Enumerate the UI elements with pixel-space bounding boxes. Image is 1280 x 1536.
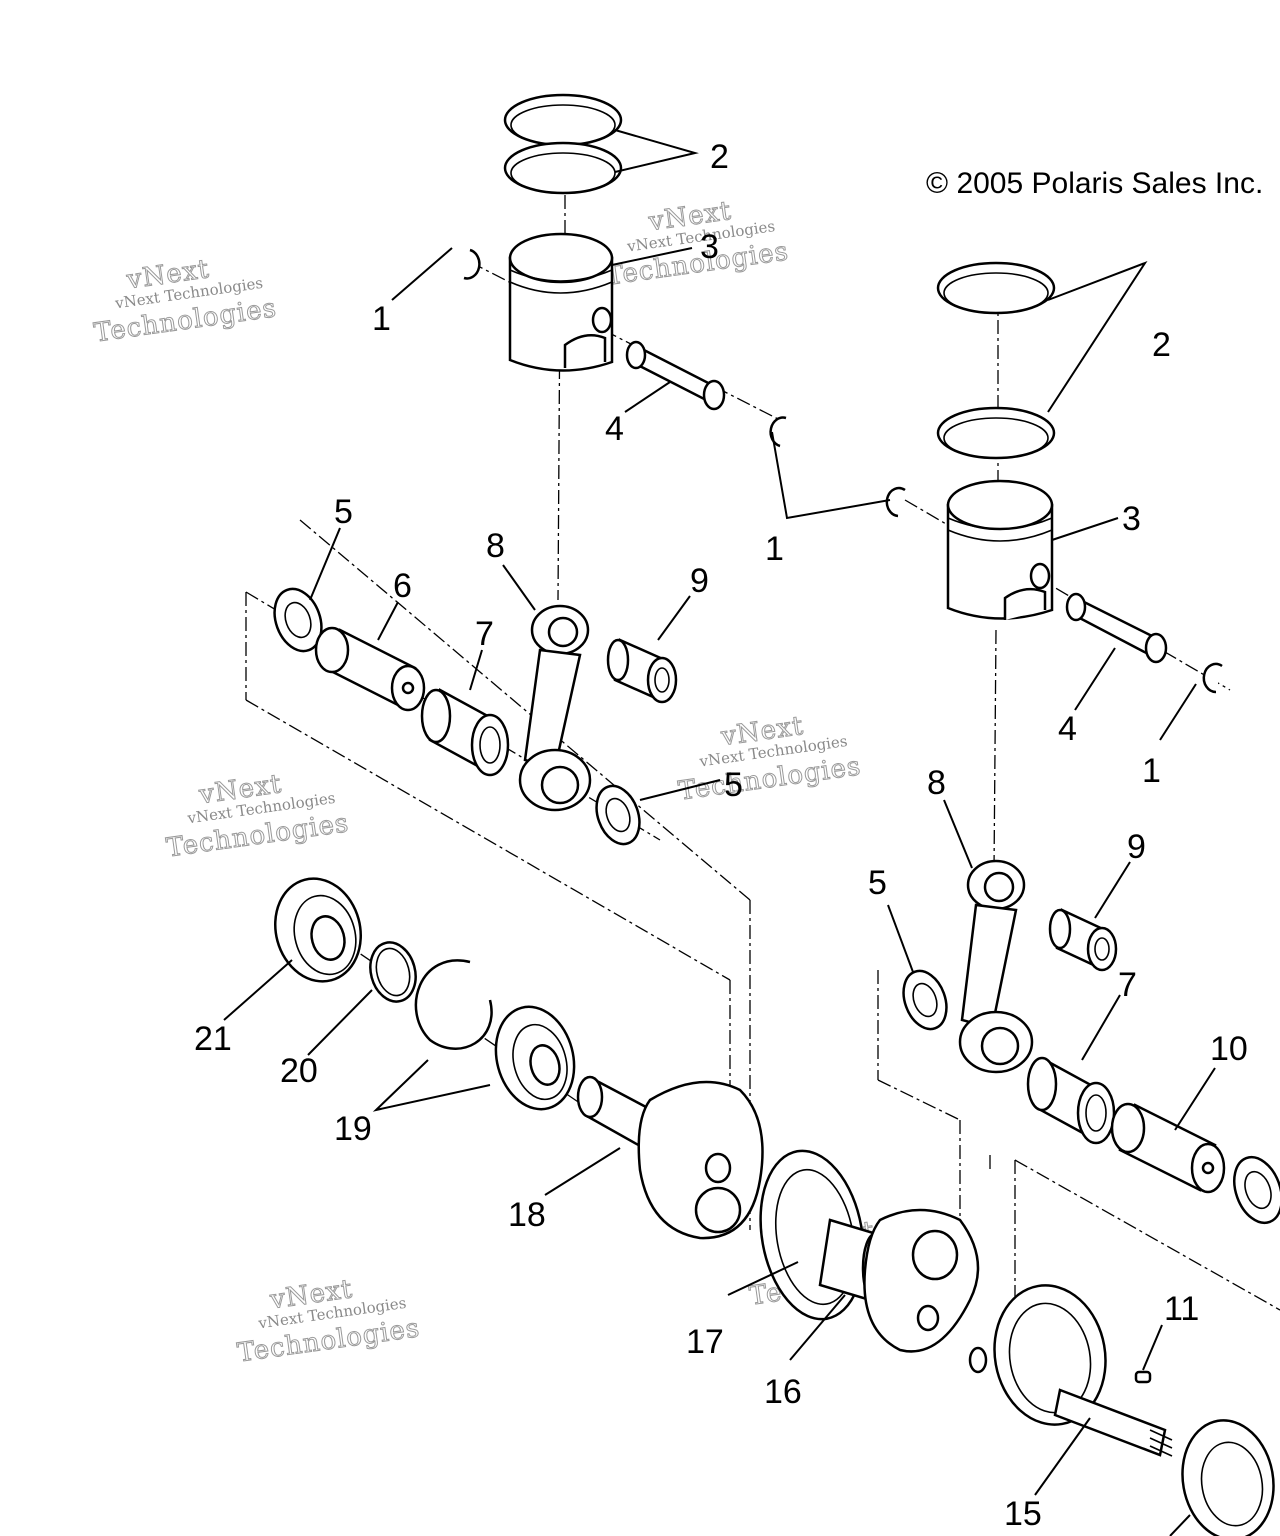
crankshaft-half-18 bbox=[576, 1075, 764, 1240]
piston-rings-left bbox=[503, 93, 623, 195]
crankshaft-center-web bbox=[863, 1208, 980, 1353]
snap-ring-20 bbox=[369, 941, 417, 1003]
callout-19: 19 bbox=[334, 1110, 372, 1148]
crank-pin-10 bbox=[1110, 1102, 1226, 1194]
woodruff-key-11 bbox=[1134, 1370, 1152, 1384]
callout-10: 10 bbox=[1210, 1030, 1248, 1068]
thrust-washer-right-edge bbox=[1233, 1155, 1280, 1225]
ball-bearing-19 bbox=[494, 1005, 576, 1111]
watermark: vNext Technologies vNext Technologies bbox=[604, 196, 791, 293]
callout-1c: 1 bbox=[1142, 752, 1161, 790]
callout-16: 16 bbox=[764, 1373, 802, 1411]
needle-bearing-9b bbox=[1048, 908, 1118, 972]
callout-7a: 7 bbox=[475, 615, 494, 653]
thrust-washer-5a bbox=[273, 587, 323, 653]
piston-right bbox=[946, 479, 1054, 620]
thrust-washer-5c bbox=[902, 969, 948, 1031]
callout-8b: 8 bbox=[927, 764, 946, 802]
piston-pin-left bbox=[625, 340, 726, 411]
connecting-rod-8a bbox=[518, 604, 592, 812]
callouts: 2 3 1 4 2 1 3 5 6 8 9 7 4 1 5 8 9 5 7 10… bbox=[194, 138, 1248, 1533]
needle-bearing-7a bbox=[420, 688, 510, 777]
thrust-washer-5b bbox=[595, 784, 641, 846]
callout-11: 11 bbox=[1164, 1290, 1199, 1328]
retaining-ring-19 bbox=[414, 959, 493, 1050]
ball-bearing-21 bbox=[274, 877, 362, 983]
callout-5b: 5 bbox=[724, 766, 743, 804]
callout-21: 21 bbox=[194, 1020, 232, 1058]
callout-4b: 4 bbox=[1058, 710, 1077, 748]
callout-8a: 8 bbox=[486, 527, 505, 565]
watermark: vNext Technologies vNext Technologies bbox=[164, 769, 351, 864]
callout-18: 18 bbox=[508, 1196, 546, 1234]
connecting-rod-8b bbox=[958, 859, 1034, 1074]
ball-bearing-right bbox=[1181, 1419, 1275, 1536]
watermark: vNext Technologies vNext Technologies bbox=[92, 254, 279, 349]
needle-bearing-7b bbox=[1026, 1056, 1116, 1145]
crankshaft-half-15 bbox=[968, 1284, 1173, 1457]
needle-bearing-9a bbox=[606, 638, 678, 704]
callout-2b: 2 bbox=[1152, 326, 1171, 364]
callout-5a: 5 bbox=[334, 493, 353, 531]
callout-1a: 1 bbox=[372, 300, 391, 338]
callout-17: 17 bbox=[686, 1323, 724, 1361]
callout-3b: 3 bbox=[1122, 500, 1141, 538]
watermark: vNext Technologies vNext Technologies bbox=[676, 710, 863, 807]
callout-15: 15 bbox=[1004, 1495, 1042, 1533]
copyright-notice: © 2005 Polaris Sales Inc. bbox=[926, 167, 1263, 200]
callout-9a: 9 bbox=[690, 562, 709, 600]
callout-2a: 2 bbox=[710, 138, 729, 176]
callout-6: 6 bbox=[393, 567, 412, 605]
crank-pin-6 bbox=[314, 626, 426, 712]
clip-rings bbox=[463, 248, 1223, 694]
piston-rings-right bbox=[936, 261, 1056, 460]
watermark: vNext Technologies vNext Technologies bbox=[235, 1274, 422, 1369]
callout-5c: 5 bbox=[868, 864, 887, 902]
callout-20: 20 bbox=[280, 1052, 318, 1090]
callout-9b: 9 bbox=[1127, 828, 1146, 866]
callout-4a: 4 bbox=[605, 410, 624, 448]
leader-lines bbox=[223, 129, 1216, 1536]
callout-7b: 7 bbox=[1118, 966, 1137, 1004]
piston-pin-right bbox=[1065, 592, 1168, 664]
callout-3a: 3 bbox=[700, 228, 719, 266]
callout-1b: 1 bbox=[765, 530, 784, 568]
piston-left bbox=[508, 232, 614, 372]
